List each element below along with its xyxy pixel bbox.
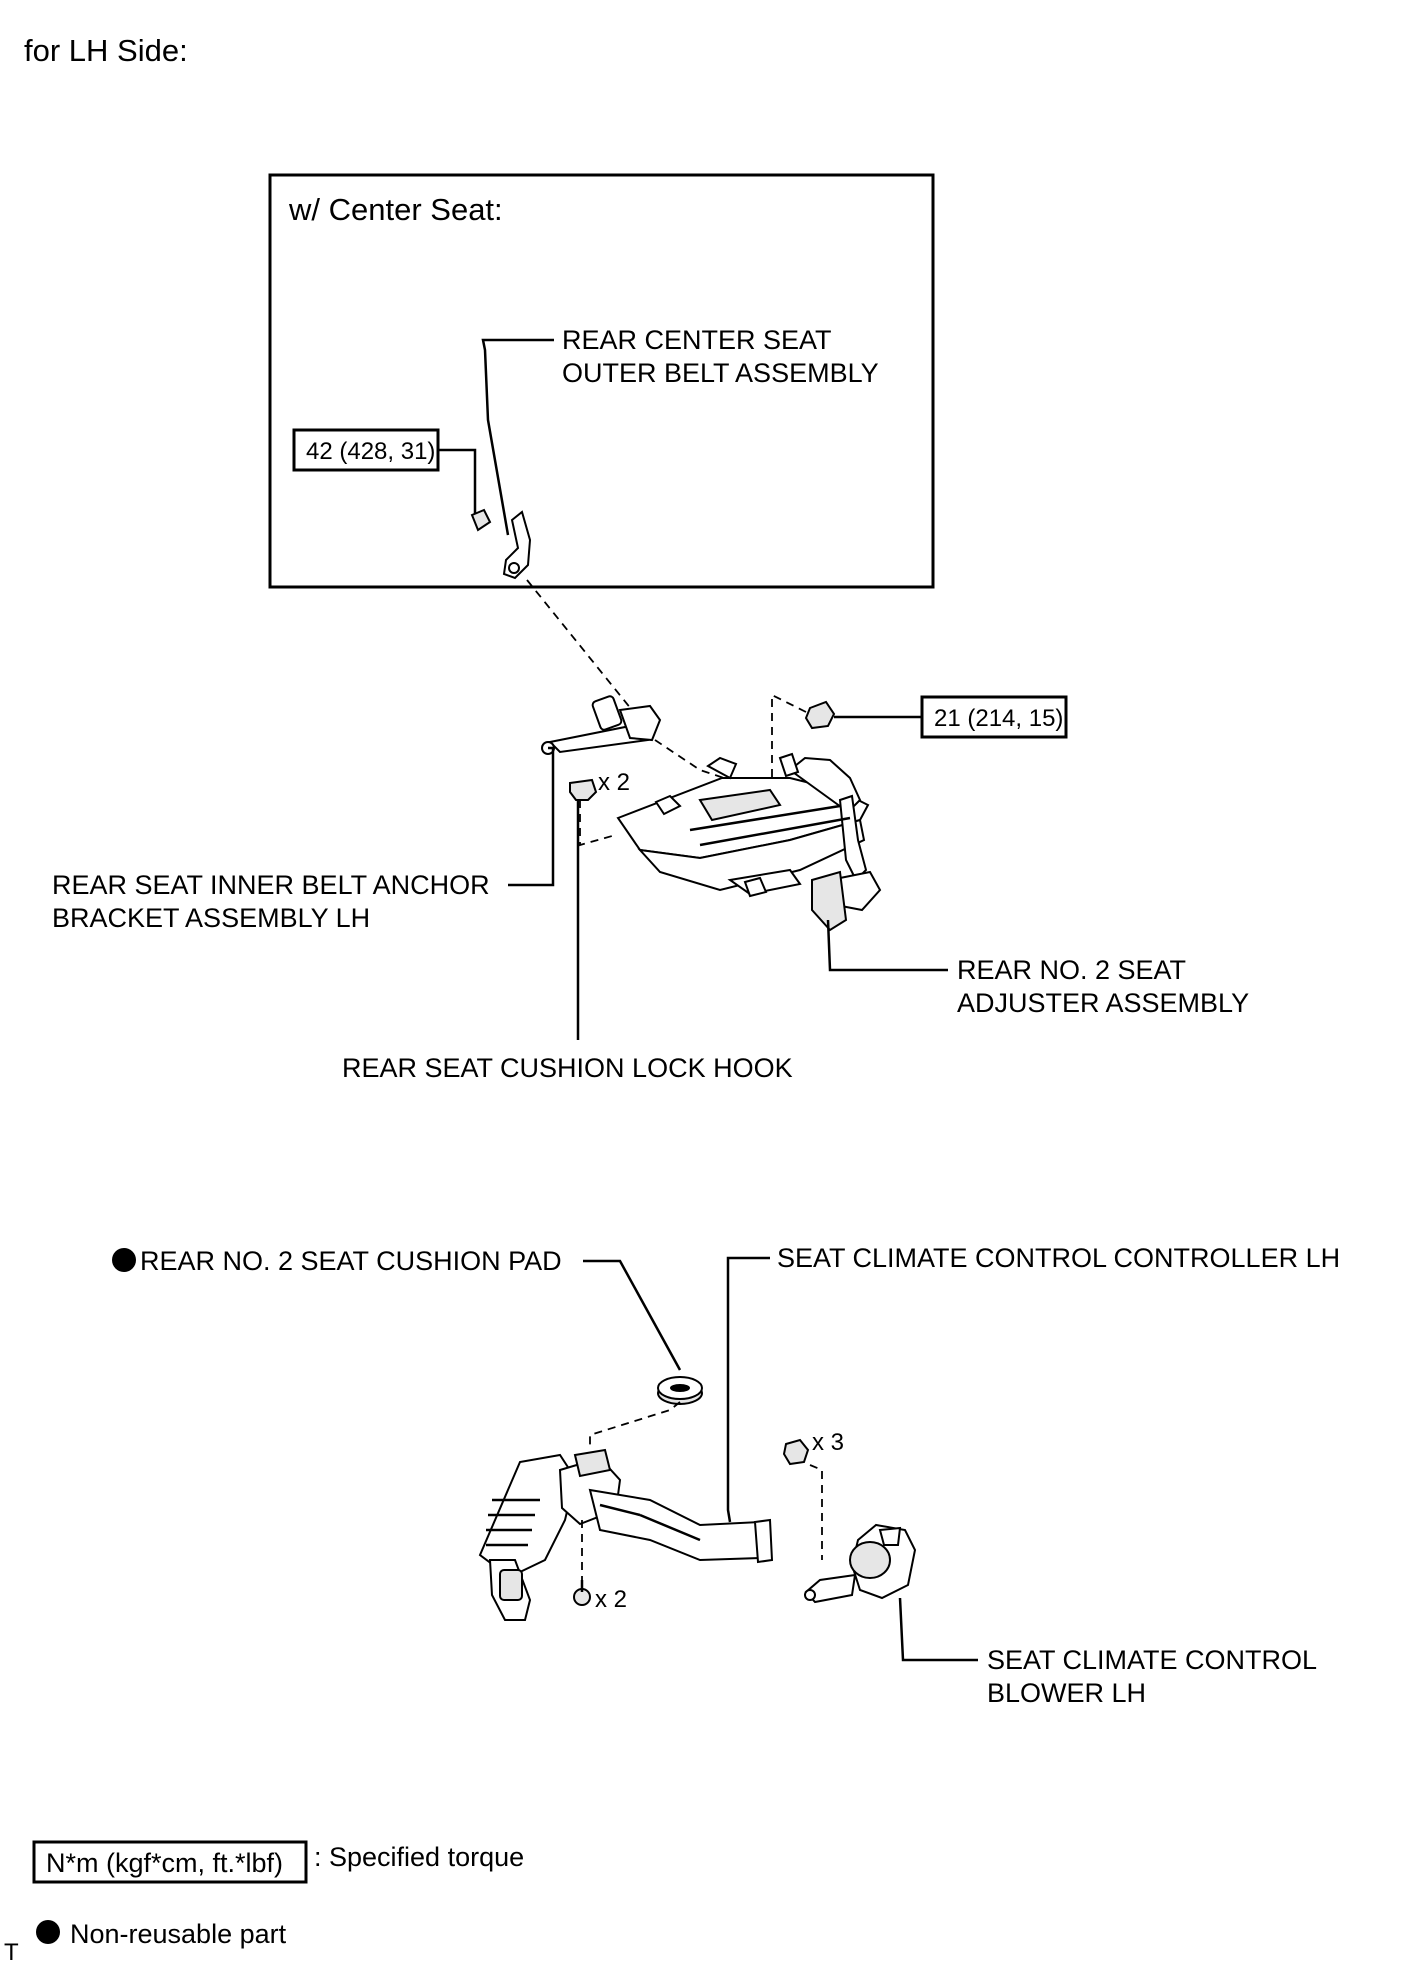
inset-torque-value: 42 (428, 31)	[306, 438, 435, 465]
seat-adjuster-frame	[616, 752, 882, 932]
blower-label-leader	[898, 1597, 978, 1662]
controller-label-leader	[726, 1256, 770, 1523]
legend-torque-box	[32, 1840, 308, 1884]
inset-connection-dash	[526, 579, 641, 721]
screw-qty: x 2	[595, 1586, 627, 1613]
blower-part	[804, 1523, 917, 1604]
inset-title: w/ Center Seat:	[288, 192, 503, 227]
adjuster-label-line2: ADJUSTER ASSEMBLY	[957, 988, 1249, 1018]
frame-nut	[804, 700, 836, 730]
inset-torque-leader	[438, 448, 477, 515]
pad-dash	[589, 1401, 681, 1450]
hook-dash	[579, 800, 613, 847]
pad-label-leader	[583, 1259, 682, 1371]
center-seat-inset-box	[268, 173, 935, 589]
controller-label: SEAT CLIMATE CONTROL CONTROLLER LH	[777, 1243, 1340, 1273]
adjuster-label-line1: REAR NO. 2 SEAT	[957, 955, 1186, 985]
anchor-bracket-dash	[654, 739, 761, 791]
blower-nut-part	[782, 1438, 810, 1466]
cushion-pad-part	[657, 1376, 703, 1405]
pad-label: REAR NO. 2 SEAT CUSHION PAD	[140, 1246, 562, 1276]
blower-label-line1: SEAT CLIMATE CONTROL	[987, 1645, 1317, 1675]
nonreusable-icon	[36, 1920, 60, 1944]
belt-anchor-part	[470, 508, 532, 580]
legend-torque-unit: N*m (kgf*cm, ft.*lbf)	[46, 1848, 283, 1878]
frame-torque-value: 21 (214, 15)	[934, 705, 1063, 732]
lock-hook-part	[569, 778, 598, 801]
anchor-bracket-part	[541, 695, 662, 755]
frame-torque-box	[920, 695, 1068, 739]
blower-label-line2: BLOWER LH	[987, 1678, 1146, 1708]
belt-label-line2: OUTER BELT ASSEMBLY	[562, 358, 879, 388]
anchor-label-leader	[508, 746, 555, 887]
pad-nonreusable-icon	[112, 1248, 136, 1272]
frame-nut-dash	[740, 693, 807, 809]
screw-part	[573, 1580, 591, 1606]
anchor-label-line1: REAR SEAT INNER BELT ANCHOR	[52, 870, 490, 900]
hook-label: REAR SEAT CUSHION LOCK HOOK	[342, 1053, 793, 1083]
legend-nonreusable-desc: Non-reusable part	[70, 1919, 287, 1949]
adjuster-label-leader	[826, 919, 948, 972]
corner-mark: T	[4, 1939, 19, 1963]
climate-duct-part	[478, 1448, 774, 1621]
nut-qty: x 3	[812, 1429, 844, 1456]
belt-leader-line	[481, 338, 554, 536]
page-heading: for LH Side:	[24, 33, 188, 68]
nut-dash	[809, 1464, 823, 1560]
hook-qty: x 2	[598, 769, 630, 796]
anchor-label-line2: BRACKET ASSEMBLY LH	[52, 903, 370, 933]
legend-torque-desc: : Specified torque	[314, 1842, 524, 1872]
belt-label-line1: REAR CENTER SEAT	[562, 325, 832, 355]
